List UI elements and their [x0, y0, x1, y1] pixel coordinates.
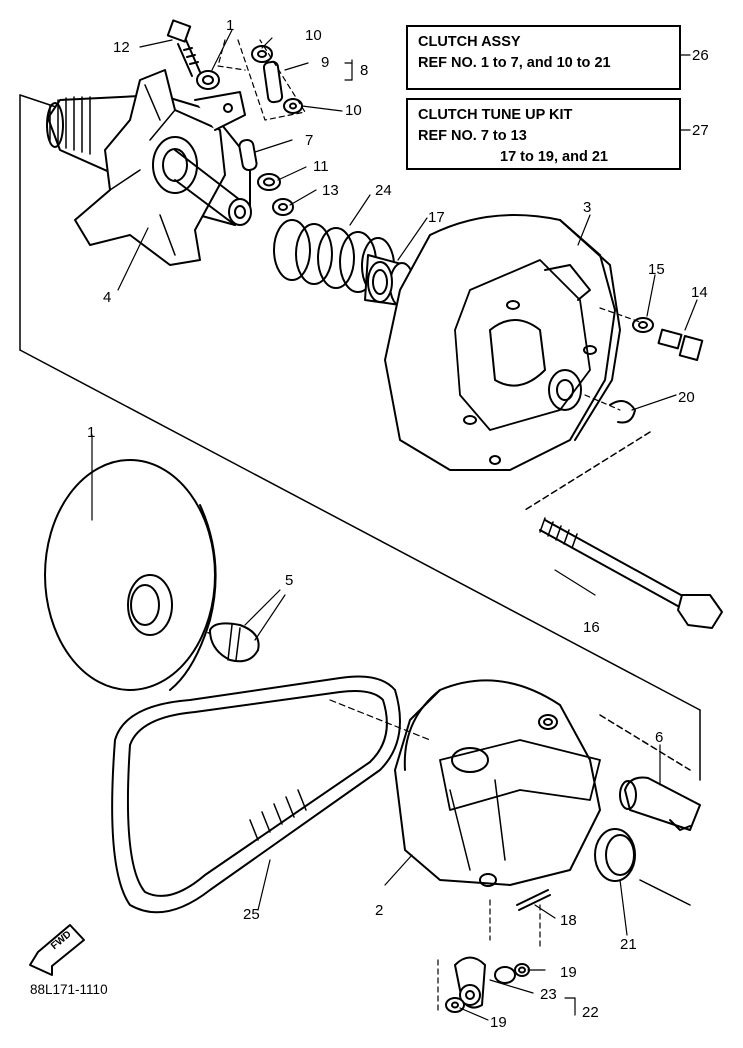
callout-15: 15: [648, 261, 665, 278]
fwd-arrow-icon: [29, 924, 85, 976]
part-16-long-bolt: [539, 517, 723, 629]
figure-code: 88L171-1110: [30, 982, 108, 997]
callout-17: 17: [428, 209, 445, 226]
part-1-movable-sheave: [44, 459, 217, 691]
callout-14: 14: [691, 284, 708, 301]
callout-7: 7: [305, 132, 314, 149]
callout-13: 13: [322, 182, 339, 199]
callout-16: 16: [583, 619, 600, 636]
clutch-assy-title: CLUTCH ASSY: [418, 34, 521, 50]
callout-20: 20: [678, 389, 695, 406]
callout-19-bottom: 19: [490, 1014, 507, 1031]
callout-1: 1: [87, 424, 96, 441]
callout-18: 18: [560, 912, 577, 929]
callout-27: 27: [692, 122, 709, 139]
callout-6: 6: [655, 729, 664, 746]
callout-25: 25: [243, 906, 260, 923]
part-2-plate: [329, 679, 601, 887]
callout-3: 3: [583, 199, 592, 216]
callout-23: 23: [540, 986, 557, 1003]
clutch-tune-up-kit-box: CLUTCH TUNE UP KIT REF NO. 7 to 13 17 to…: [406, 98, 681, 170]
callout-11: 11: [313, 158, 329, 175]
leader-lines: [91, 29, 698, 1021]
callout-19-top: 19: [560, 964, 577, 981]
part-18-pin: [516, 889, 551, 911]
clutch-assy-refs: REF NO. 1 to 7, and 10 to 21: [418, 55, 611, 71]
callout-4: 4: [103, 289, 112, 306]
callout-11-top: 1: [226, 17, 235, 34]
tune-up-kit-refs-2: 17 to 19, and 21: [500, 149, 608, 165]
callout-8: 8: [360, 62, 369, 79]
part-14-15-20-hardware: [584, 307, 704, 424]
part-19-22-23-weight: [437, 899, 541, 1013]
part-21-ring: [594, 828, 636, 882]
part-25-belt: [111, 675, 401, 914]
part-9-10-11-hardware: [196, 39, 306, 216]
part-3-cover: [384, 214, 621, 471]
callout-2: 2: [375, 902, 384, 919]
part-4-fixed-sheave-shaft: [46, 69, 252, 266]
clutch-assy-box: CLUTCH ASSY REF NO. 1 to 7, and 10 to 21: [406, 25, 681, 90]
callout-12: 12: [113, 39, 130, 56]
callout-9: 9: [321, 54, 330, 71]
tune-up-kit-refs-1: REF NO. 7 to 13: [418, 128, 527, 144]
callout-10-top: 10: [305, 27, 322, 44]
callout-22: 22: [582, 1004, 599, 1021]
callout-10-bottom: 10: [345, 102, 362, 119]
callout-24: 24: [375, 182, 392, 199]
callout-26: 26: [692, 47, 709, 64]
callout-21: 21: [620, 936, 637, 953]
part-12-bolt: [166, 19, 201, 77]
callout-5: 5: [285, 572, 294, 589]
part-5-slider: [209, 622, 260, 663]
tune-up-kit-title: CLUTCH TUNE UP KIT: [418, 107, 573, 123]
part-6-sleeve: [619, 776, 701, 831]
